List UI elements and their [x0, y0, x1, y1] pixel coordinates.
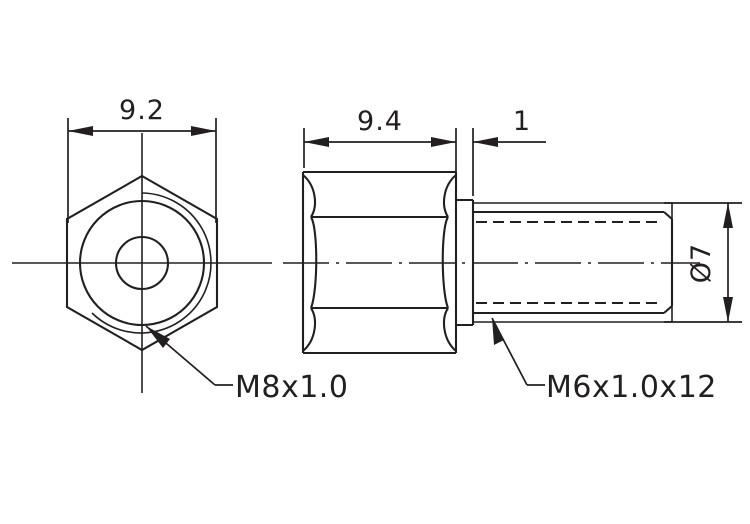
arrow-head-m8 [146, 326, 170, 348]
hex-chamfer-arc-left-upper [302, 174, 317, 218]
arrow-head-9-2-right [191, 126, 216, 136]
annotation-label-m6: M6x1.0x12 [546, 370, 717, 405]
arrow-head-9-4-right [431, 137, 456, 147]
end-view-group [12, 133, 272, 393]
annotation-female-thread: M8x1.0 [145, 325, 348, 405]
arrow-head-m6 [492, 318, 504, 345]
stud-end-chamfer-bottom [663, 305, 673, 314]
hex-chamfer-arc-right-middle [441, 216, 449, 309]
hex-chamfer-arc-left-lower [302, 307, 317, 352]
stud-end-chamfer-top [663, 211, 673, 220]
dimension-diameter: Ø7 [664, 202, 742, 323]
hex-chamfer-arc-right-upper [442, 174, 457, 218]
side-view-group [283, 170, 700, 355]
arrow-head-9-2-left [68, 126, 93, 136]
dimension-across-flats: 9.2 [67, 95, 217, 223]
arrow-head-dia-bottom [723, 297, 733, 322]
dimension-shoulder: 1 [472, 106, 546, 196]
dimension-body-length: 9.4 [303, 106, 457, 196]
arrow-head-dia-top [723, 203, 733, 228]
annotation-male-thread: M6x1.0x12 [491, 317, 717, 405]
arrow-head-1-left [473, 137, 498, 147]
dimension-label-dia: Ø7 [686, 243, 717, 283]
dimension-label-9-4: 9.4 [357, 106, 403, 137]
hex-chamfer-arc-right-lower [442, 307, 457, 352]
dimension-label-9-2: 9.2 [119, 95, 165, 126]
thread-minor-arc [91, 192, 212, 334]
dimension-label-1: 1 [513, 106, 531, 137]
annotation-label-m8: M8x1.0 [235, 370, 348, 405]
hex-chamfer-arc-left-middle-upper [310, 216, 318, 309]
arrow-head-9-4-left [304, 137, 329, 147]
